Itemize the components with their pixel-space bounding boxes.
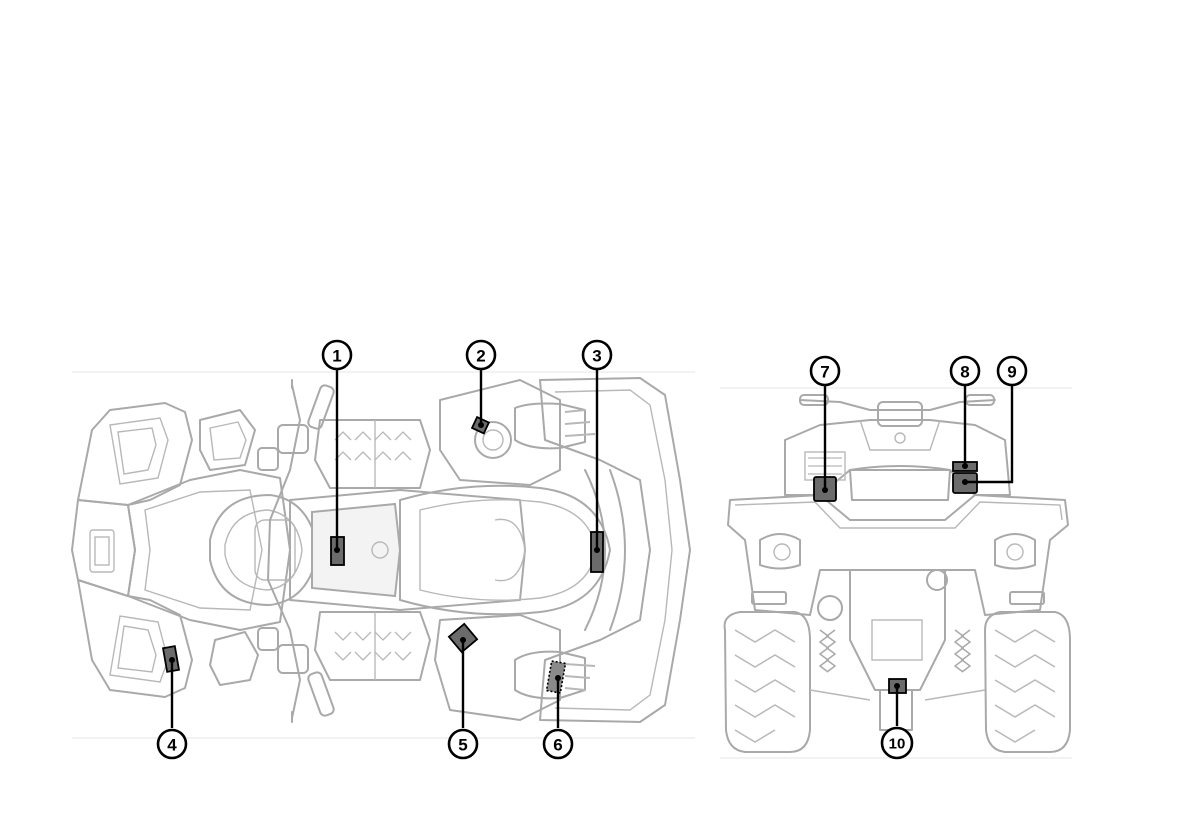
callout-6: 6	[544, 730, 572, 758]
callout-number: 2	[476, 347, 485, 366]
callout-5: 5	[449, 730, 477, 758]
callout-number: 9	[1007, 363, 1016, 382]
callout-8: 8	[951, 357, 979, 385]
callout-7: 7	[811, 357, 839, 385]
callout-3: 3	[583, 341, 611, 369]
callout-2: 2	[467, 341, 495, 369]
callout-number: 6	[553, 736, 562, 755]
callout-number: 7	[820, 363, 829, 382]
callout-number: 1	[332, 347, 341, 366]
callout-number: 3	[592, 347, 601, 366]
callout-4: 4	[158, 730, 186, 758]
callout-number: 4	[167, 736, 177, 755]
callout-10: 10	[882, 728, 912, 758]
callout-number: 8	[960, 363, 969, 382]
callout-number: 10	[889, 736, 906, 753]
callout-9: 9	[998, 357, 1026, 385]
callout-1: 1	[323, 341, 351, 369]
callout-number: 5	[458, 736, 467, 755]
